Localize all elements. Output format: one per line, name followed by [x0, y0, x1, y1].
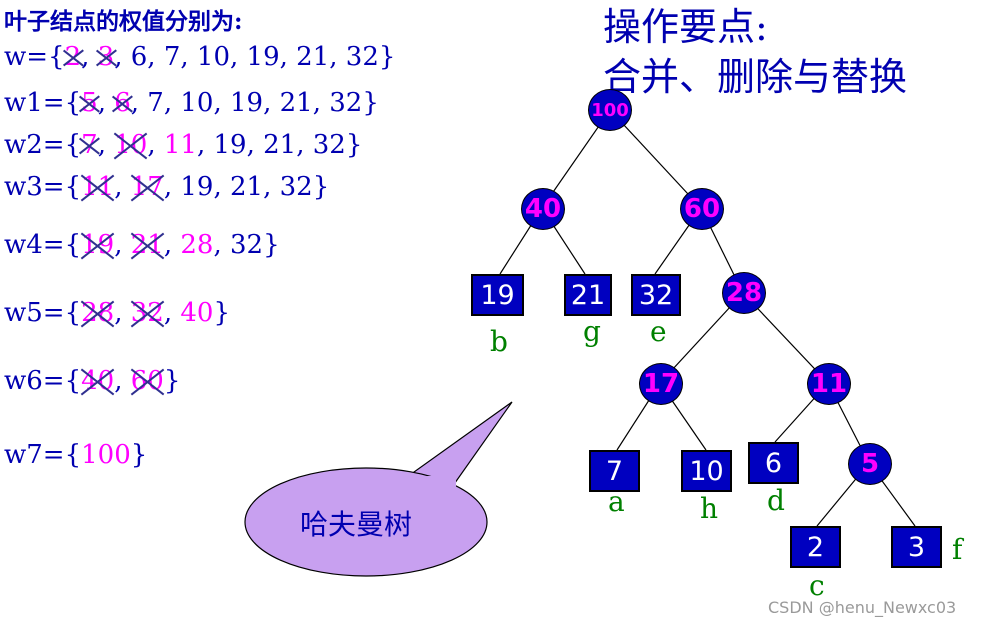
- node-5: 5: [848, 443, 892, 485]
- struck-weight: 11: [81, 172, 115, 202]
- set-open-brace: {: [64, 172, 82, 202]
- struck-weight: 17: [130, 172, 164, 202]
- set-close-brace: }: [312, 172, 330, 202]
- remaining-weight: 32: [329, 88, 363, 118]
- node-100: 100: [588, 89, 632, 131]
- struck-weight: 7: [81, 130, 98, 160]
- weight-set-w3: w3={11, 17, 19, 21, 32}: [4, 172, 330, 202]
- leaf-label-e: e: [650, 315, 667, 348]
- watermark: CSDN @henu_Newxc03: [768, 598, 957, 617]
- new-weight: 40: [180, 298, 214, 328]
- leaf-10: 10: [681, 450, 732, 492]
- struck-weight: 40: [81, 366, 115, 396]
- remaining-weight: 19: [230, 88, 264, 118]
- remaining-weight: 21: [230, 172, 264, 202]
- remaining-weight: 10: [180, 88, 214, 118]
- set-close-brace: }: [163, 366, 181, 396]
- set-name: w7=: [4, 440, 65, 470]
- struck-weight: 19: [81, 230, 115, 260]
- set-open-brace: {: [48, 42, 65, 72]
- new-weight: 28: [180, 230, 214, 260]
- node-17: 17: [639, 363, 683, 405]
- leaf-32: 32: [631, 274, 681, 316]
- leaf-label-f: f: [952, 533, 963, 566]
- diagram-title: 叶子结点的权值分别为:: [4, 8, 243, 35]
- leaf-6: 6: [748, 442, 799, 484]
- remaining-weight: 6: [130, 42, 148, 72]
- remaining-weight: 32: [312, 130, 346, 160]
- struck-weight: 21: [130, 230, 164, 260]
- remaining-weight: 21: [296, 42, 330, 72]
- struck-weight: 32: [130, 298, 164, 328]
- struck-weight: 28: [81, 298, 115, 328]
- remaining-weight: 19: [213, 130, 247, 160]
- leaf-2: 2: [790, 526, 841, 568]
- leaf-label-a: a: [608, 485, 625, 518]
- leaf-label-b: b: [490, 325, 508, 358]
- set-name: w3=: [4, 172, 65, 202]
- struck-weight: 2: [64, 42, 82, 72]
- operation-steps: 合并、删除与替换: [603, 55, 908, 99]
- node-11: 11: [807, 363, 851, 405]
- struck-weight: 10: [114, 130, 148, 160]
- set-close-brace: }: [345, 130, 363, 160]
- weight-set-w2: w2={7, 10, 11, 19, 21, 32}: [4, 130, 363, 160]
- set-name: w5=: [4, 298, 65, 328]
- set-open-brace: {: [64, 88, 82, 118]
- leaf-3: 3: [891, 526, 942, 568]
- struck-weight: 60: [130, 366, 164, 396]
- set-open-brace: {: [64, 366, 82, 396]
- set-open-brace: {: [64, 440, 82, 470]
- weight-set-w1: w1={5, 6, 7, 10, 19, 21, 32}: [4, 88, 379, 118]
- edge-100-60: [609, 109, 702, 209]
- leaf-label-h: h: [700, 492, 719, 525]
- struck-weight: 3: [97, 42, 115, 72]
- leaf-label-c: c: [809, 569, 825, 602]
- struck-weight: 6: [114, 88, 131, 118]
- struck-weight: 5: [81, 88, 98, 118]
- set-name: w1=: [4, 88, 65, 118]
- leaf-19: 19: [471, 274, 524, 316]
- weight-set-w4: w4={19, 21, 28, 32}: [4, 230, 280, 260]
- node-40: 40: [521, 188, 565, 230]
- set-close-brace: }: [213, 298, 231, 328]
- leaf-21: 21: [564, 274, 612, 316]
- remaining-weight: 32: [230, 230, 264, 260]
- remaining-weight: 19: [180, 172, 214, 202]
- set-open-brace: {: [64, 130, 82, 160]
- set-close-brace: }: [378, 42, 396, 72]
- set-name: w=: [4, 42, 49, 72]
- set-close-brace: }: [362, 88, 379, 118]
- leaf-7: 7: [589, 450, 640, 492]
- remaining-weight: 32: [345, 42, 379, 72]
- set-name: w4=: [4, 230, 65, 260]
- weight-set-w6: w6={40, 60}: [4, 366, 181, 396]
- new-weight: 100: [81, 440, 131, 470]
- set-close-brace: }: [263, 230, 280, 260]
- remaining-weight: 32: [279, 172, 313, 202]
- new-weight: 11: [163, 130, 197, 160]
- set-open-brace: {: [64, 230, 82, 260]
- set-open-brace: {: [64, 298, 82, 328]
- remaining-weight: 19: [246, 42, 280, 72]
- weight-set-w7: w7={100}: [4, 440, 147, 470]
- node-28: 28: [722, 272, 766, 314]
- leaf-label-d: d: [767, 484, 785, 517]
- node-60: 60: [680, 188, 724, 230]
- remaining-weight: 21: [279, 88, 313, 118]
- set-close-brace: }: [130, 440, 148, 470]
- leaf-label-g: g: [583, 315, 601, 348]
- speech-bubble-text: 哈夫曼树: [300, 508, 413, 541]
- operation-heading: 操作要点:: [603, 5, 768, 49]
- set-name: w2=: [4, 130, 65, 160]
- speech-bubble-join: [392, 476, 456, 500]
- remaining-weight: 7: [163, 42, 181, 72]
- remaining-weight: 21: [263, 130, 297, 160]
- set-name: w6=: [4, 366, 65, 396]
- weight-set-w: w={2, 3, 6, 7, 10, 19, 21, 32}: [4, 42, 396, 72]
- weight-set-w5: w5={28, 32, 40}: [4, 298, 231, 328]
- remaining-weight: 7: [147, 88, 164, 118]
- remaining-weight: 10: [196, 42, 230, 72]
